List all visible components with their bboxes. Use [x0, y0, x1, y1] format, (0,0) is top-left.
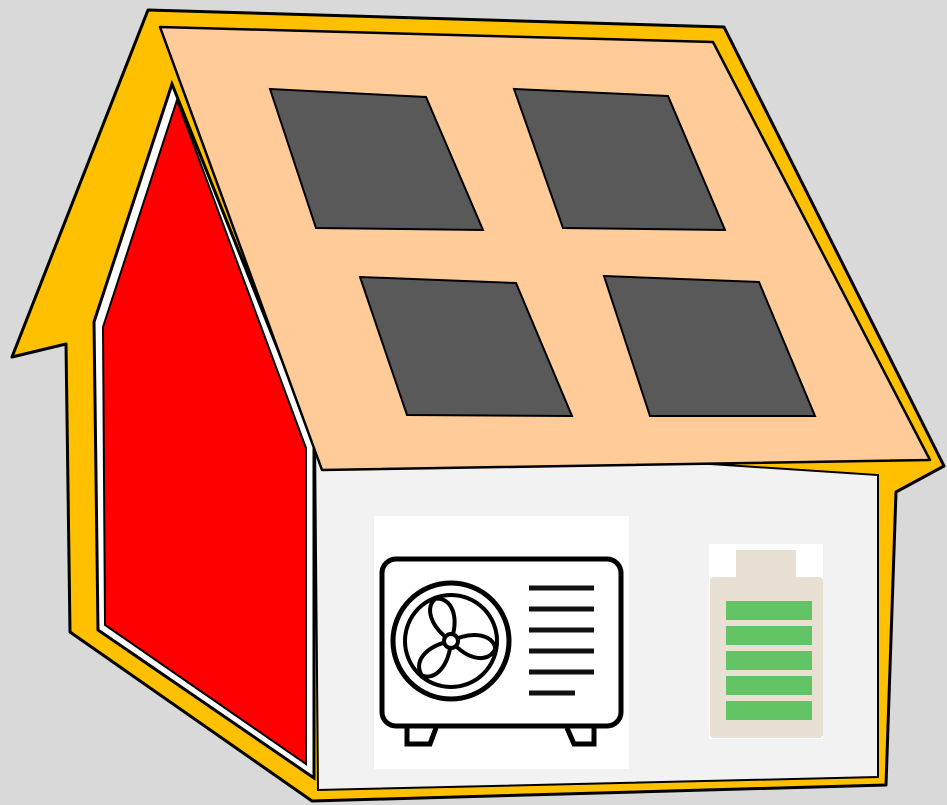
- battery-charge-bar: [726, 626, 812, 645]
- heat-pump-casing: [382, 559, 621, 726]
- battery-charge-bars: [726, 601, 812, 720]
- heat-pump-outdoor-unit: [374, 516, 629, 769]
- battery-charge-bar: [726, 601, 812, 620]
- home-battery: [709, 544, 823, 739]
- battery-charge-bar: [726, 676, 812, 695]
- battery-charge-bar: [726, 701, 812, 720]
- battery-charge-bar: [726, 651, 812, 670]
- battery-terminal: [736, 550, 796, 580]
